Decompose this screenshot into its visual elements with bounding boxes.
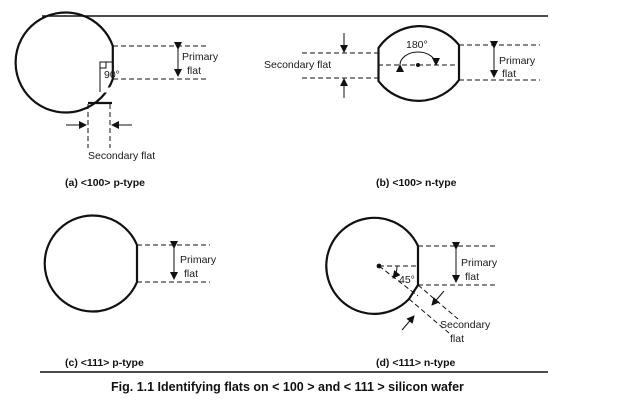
angle-b-arc bbox=[395, 51, 440, 73]
panel-c-caption: (c) <111> p-type bbox=[65, 357, 144, 369]
primary-flat-d-label-2: flat bbox=[465, 271, 479, 283]
panel-d: Primary flat 45° Secondary flat (d) <111… bbox=[325, 216, 498, 369]
panel-a-caption: (a) <100> p-type bbox=[65, 177, 145, 189]
wafer-b-outline bbox=[377, 25, 461, 102]
wafer-c-outline bbox=[43, 214, 139, 313]
panel-c: Primary flat (c) <111> p-type bbox=[43, 214, 217, 369]
angle-d-ray-diagonal bbox=[378, 265, 419, 297]
angle-d-arc bbox=[392, 265, 401, 279]
wafer-a-outline bbox=[14, 11, 114, 114]
wafer-d-outline bbox=[325, 216, 420, 315]
secondary-flat-d-arrow-bottom bbox=[401, 315, 415, 331]
primary-flat-a-label-1: Primary bbox=[182, 51, 219, 63]
panel-b: Primary flat 180° Secondary flat (b) <10… bbox=[264, 25, 540, 189]
angle-b-label: 180° bbox=[406, 39, 428, 51]
secondary-flat-d-label-2: flat bbox=[450, 333, 464, 345]
panel-b-caption: (b) <100> n-type bbox=[376, 177, 457, 189]
panel-a: Primary flat 90° Secondary flat (a) <100… bbox=[14, 11, 219, 189]
primary-flat-b-label-1: Primary bbox=[499, 55, 536, 67]
primary-flat-d-label-1: Primary bbox=[461, 257, 498, 269]
panel-d-caption: (d) <111> n-type bbox=[376, 357, 456, 369]
primary-flat-c-label-1: Primary bbox=[180, 254, 217, 266]
secondary-flat-d-label-1: Secondary bbox=[440, 319, 491, 331]
wafer-b-center bbox=[416, 63, 420, 67]
angle-a-label: 90° bbox=[104, 69, 120, 81]
primary-flat-b-label-2: flat bbox=[502, 68, 516, 80]
secondary-flat-b-label: Secondary flat bbox=[264, 59, 331, 71]
primary-flat-c-label-2: flat bbox=[184, 268, 198, 280]
secondary-flat-d-dash-1 bbox=[417, 284, 459, 320]
figure-caption: Fig. 1.1 Identifying flats on < 100 > an… bbox=[111, 380, 464, 394]
angle-d-label: 45° bbox=[399, 274, 415, 286]
secondary-flat-d-dash-2 bbox=[408, 298, 450, 334]
secondary-flat-d-arrow-top bbox=[431, 290, 445, 306]
secondary-flat-a-label: Secondary flat bbox=[88, 150, 155, 162]
right-angle-mark bbox=[99, 61, 107, 69]
primary-flat-a-label-2: flat bbox=[187, 65, 201, 77]
